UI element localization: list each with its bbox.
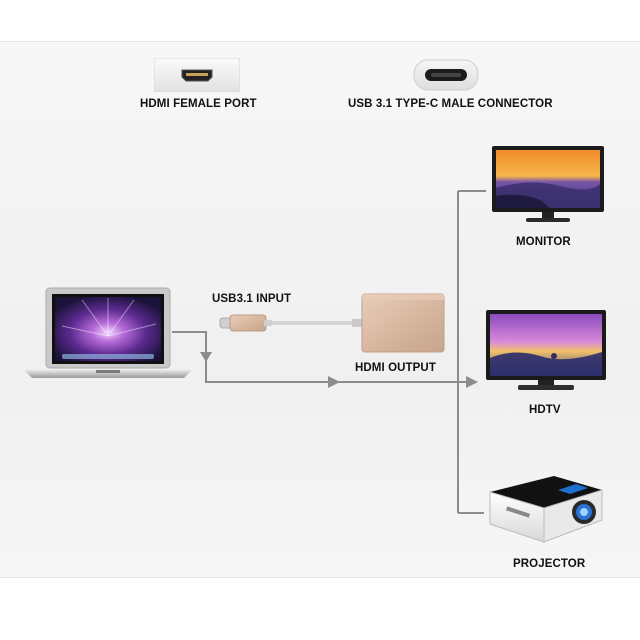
divider-bottom — [0, 577, 640, 578]
laptop-icon — [24, 287, 192, 378]
usb-input-label: USB3.1 INPUT — [212, 293, 292, 305]
arrow-right-icon — [328, 376, 340, 388]
hdmi-port-icon — [154, 58, 240, 92]
divider-top — [0, 41, 640, 42]
monitor-label: MONITOR — [516, 236, 571, 248]
hdmi-output-label: HDMI OUTPUT — [355, 362, 436, 374]
usb-c-hdmi-adapter-icon — [219, 293, 445, 353]
usb-type-c-label: USB 3.1 TYPE-C MALE CONNECTOR — [348, 98, 553, 110]
monitor-icon — [492, 146, 604, 222]
arrow-down-icon — [200, 352, 212, 362]
hdtv-label: HDTV — [529, 404, 561, 416]
tv-icon — [486, 310, 606, 390]
hdmi-female-port-label: HDMI FEMALE PORT — [140, 98, 257, 110]
usb-c-connector-icon — [413, 59, 479, 91]
projector-label: PROJECTOR — [513, 558, 586, 570]
projector-icon — [489, 476, 603, 543]
arrow-right-icon — [466, 376, 478, 388]
